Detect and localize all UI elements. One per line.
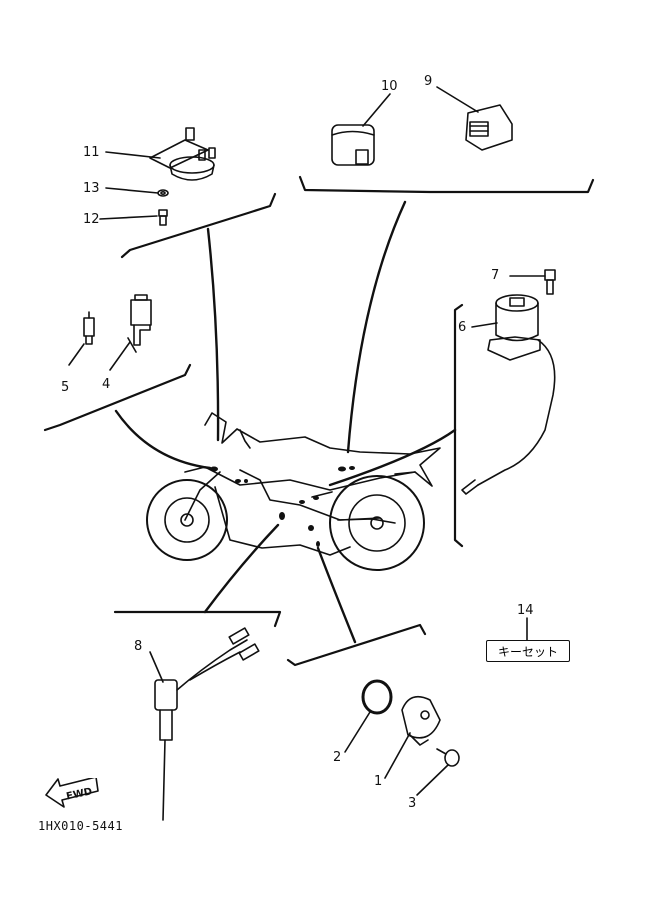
bracket-sensor-group: [113, 610, 282, 628]
part-label-14: 14: [517, 603, 534, 618]
part-label-3: 3: [408, 796, 417, 811]
horn: [149, 127, 216, 181]
part-label-6: 6: [458, 320, 467, 335]
leader-neutral: [328, 428, 457, 487]
bracket-relay-group: [298, 175, 595, 194]
part-label-7: 7: [491, 268, 500, 283]
leader-8: [149, 651, 164, 683]
motorcycle-outline: [146, 412, 441, 571]
leader-switch: [114, 409, 212, 470]
key-set-label: キーセット: [486, 640, 570, 662]
part-label-4: 4: [102, 377, 111, 392]
leader-4: [109, 341, 131, 371]
washer-13: [157, 189, 169, 197]
bracket-speed-group: [286, 623, 427, 667]
part-label-8: 8: [134, 639, 143, 654]
bracket-neutral-group: [453, 303, 464, 548]
bracket-horn-group: [120, 192, 277, 259]
bolt-7: [544, 269, 556, 295]
part-label-13: 13: [83, 181, 100, 196]
sensor-8: [154, 627, 260, 821]
leader-9: [436, 86, 479, 113]
part-label-9: 9: [424, 74, 433, 89]
fwd-arrow-icon: FWD: [45, 778, 99, 808]
bracket-switch-group: [43, 363, 192, 432]
leader-2: [344, 711, 371, 753]
leader-10: [362, 93, 391, 127]
screw-3: [436, 748, 460, 767]
part-label-1: 1: [374, 774, 383, 789]
relay-9: [465, 104, 513, 151]
plug-5: [83, 311, 95, 345]
speed-sensor-1: [401, 695, 441, 746]
switch-4: [127, 294, 152, 353]
leader-horn: [206, 227, 220, 442]
sensor-6: [461, 294, 556, 495]
leader-5: [68, 343, 85, 366]
mount-points: [210, 466, 355, 547]
part-label-12: 12: [83, 212, 100, 227]
leader-1: [384, 732, 411, 779]
leader-sensor: [203, 523, 280, 614]
leader-3: [416, 764, 449, 796]
part-label-10: 10: [381, 79, 398, 94]
leader-6: [471, 322, 498, 328]
part-label-5: 5: [61, 380, 70, 395]
leader-12: [99, 215, 158, 220]
fwd-label: FWD: [65, 786, 93, 802]
part-label-11: 11: [83, 145, 100, 160]
o-ring-2: [361, 679, 393, 715]
part-label-2: 2: [333, 750, 342, 765]
diagram-code: 1HX010-5441: [38, 819, 123, 833]
leader-13: [105, 187, 159, 194]
relay-10: [331, 124, 375, 166]
leader-speed: [316, 546, 357, 644]
leader-relay: [346, 200, 407, 454]
leader-11: [105, 151, 161, 159]
bolt-12: [158, 209, 168, 226]
